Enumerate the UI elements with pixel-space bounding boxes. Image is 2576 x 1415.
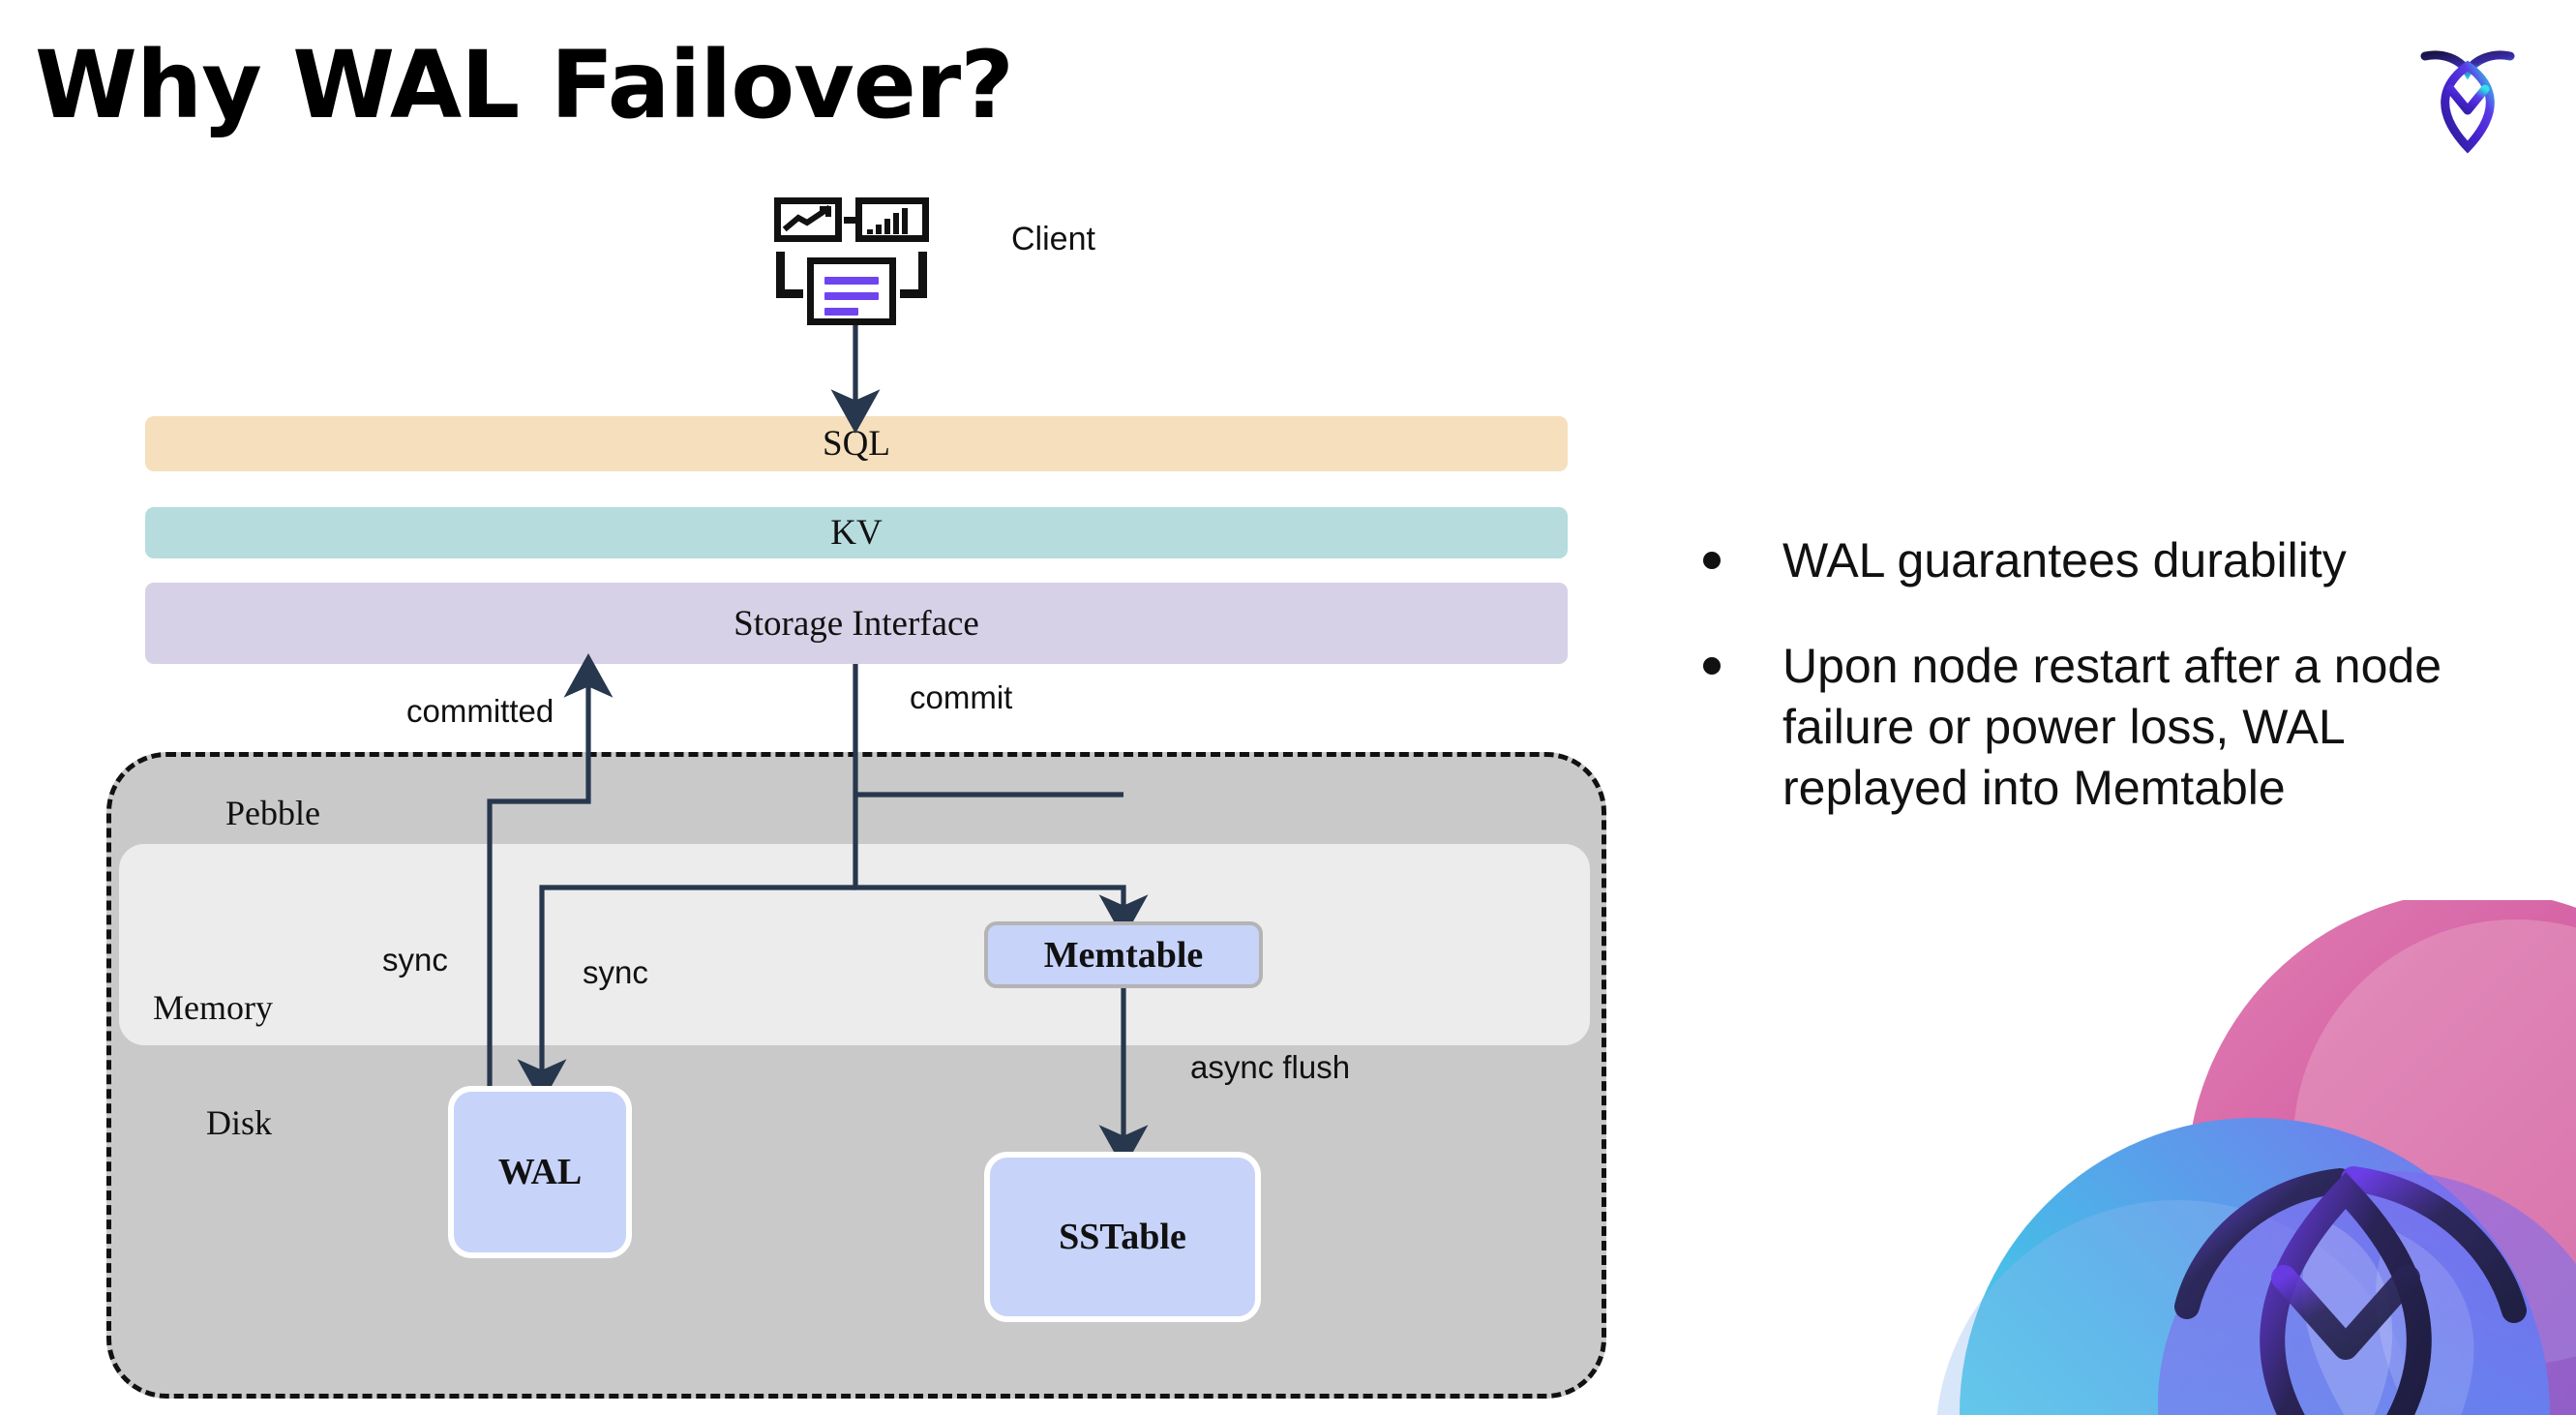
document-icon	[807, 257, 896, 325]
layer-kv-label: KV	[830, 513, 883, 553]
bullet-dot-icon	[1703, 657, 1721, 675]
layer-storage-interface: Storage Interface	[145, 583, 1568, 664]
client-monitoring-icon	[774, 197, 929, 325]
memory-label: Memory	[153, 988, 273, 1027]
bar-chart-icon	[855, 197, 929, 242]
node-memtable-label: Memtable	[1043, 934, 1204, 976]
edge-label-async-flush: async flush	[1190, 1049, 1351, 1085]
node-wal-label: WAL	[497, 1152, 583, 1192]
page-title: Why WAL Failover?	[35, 31, 1014, 139]
node-memtable: Memtable	[984, 921, 1263, 988]
node-sstable-label: SSTable	[1059, 1217, 1186, 1257]
bullet-list: WAL guarantees durability Upon node rest…	[1703, 530, 2497, 863]
bracket-right-icon	[900, 252, 927, 298]
pebble-label: Pebble	[225, 794, 320, 832]
node-sstable: SSTable	[984, 1152, 1261, 1322]
layer-kv: KV	[145, 507, 1568, 558]
bullet-text: WAL guarantees durability	[1782, 533, 2347, 587]
layer-storage-label: Storage Interface	[734, 603, 979, 644]
dash-separator-icon	[844, 217, 855, 224]
line-chart-icon	[774, 197, 842, 242]
memory-region	[119, 844, 1590, 1045]
cockroachdb-logo	[2411, 33, 2524, 159]
edge-label-sync-right: sync	[583, 954, 648, 990]
bullet-dot-icon	[1703, 552, 1721, 569]
layer-sql: SQL	[145, 416, 1568, 471]
list-item: WAL guarantees durability	[1703, 530, 2497, 591]
bracket-left-icon	[776, 252, 803, 298]
bullet-text: Upon node restart after a node failure o…	[1782, 639, 2442, 815]
edge-label-committed: committed	[406, 693, 554, 729]
node-wal: WAL	[448, 1086, 632, 1258]
layer-sql-label: SQL	[823, 424, 890, 464]
decorative-brand-graphic	[1935, 900, 2576, 1415]
list-item: Upon node restart after a node failure o…	[1703, 636, 2497, 819]
disk-label: Disk	[206, 1103, 273, 1142]
edge-label-commit: commit	[910, 679, 1013, 715]
edge-label-sync-left: sync	[382, 942, 448, 978]
client-label: Client	[1011, 221, 1095, 257]
